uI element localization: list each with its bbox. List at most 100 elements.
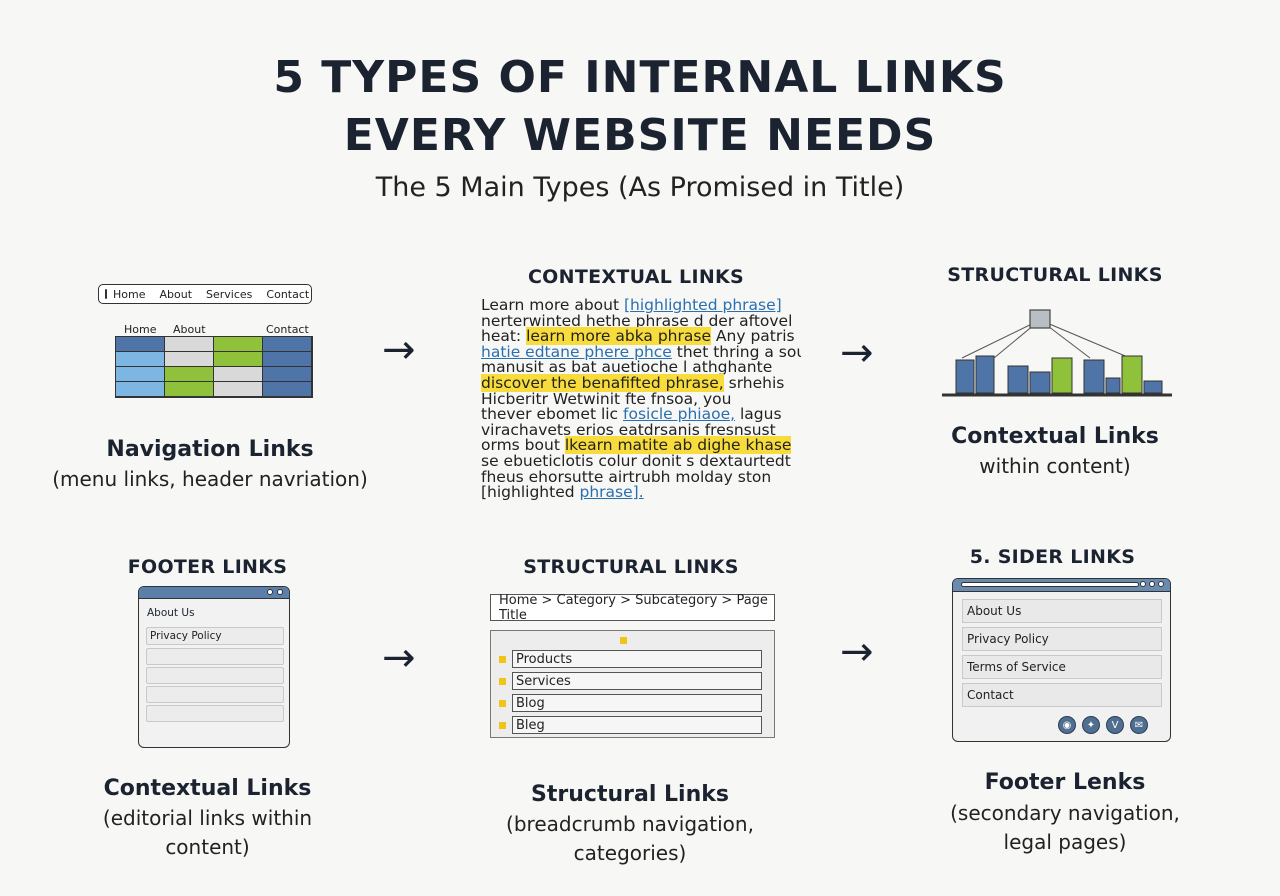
arrow-right-icon: → (382, 635, 416, 681)
contextual-text-block: Learn more about [highlighted phrase]ner… (481, 298, 801, 501)
window-dot-icon (1140, 581, 1146, 587)
structural-bottom-section-title: STRUCTURAL LINKS (523, 556, 739, 578)
highlighted-phrase: lkearn matite ab dighe khase (564, 436, 792, 455)
nav-grid-cell (165, 382, 214, 397)
line-text: lagus (735, 405, 782, 424)
contextual-line: hatie edtane phere phce thet thring a so… (481, 342, 801, 361)
line-text: thet thring a sous (671, 342, 801, 361)
line-text: se ebueticlotis colur donit s dextaurted… (481, 451, 791, 470)
bullet-icon (499, 722, 506, 729)
bullet-icon (499, 656, 506, 663)
sider-caption-title: Footer Lenks (984, 770, 1146, 795)
structural-top-caption-title: Contextual Links (951, 424, 1159, 449)
subtitle: The 5 Main Types (As Promised in Title) (375, 172, 905, 203)
inline-link[interactable]: phrase]. (579, 483, 644, 501)
footer-about-us: About Us (147, 607, 195, 619)
structural-top-section-title: STRUCTURAL LINKS (947, 264, 1163, 286)
category-item-products: Products (512, 650, 762, 668)
line-text: heat: (481, 327, 527, 346)
highlighted-phrase: learn more abka phrase (526, 327, 711, 346)
footer-section-title: FOOTER LINKS (127, 556, 288, 578)
nav-grid-cell (165, 367, 214, 382)
footer-row (146, 705, 284, 722)
nav-grid-cell (214, 367, 263, 382)
footer-browser-mockup: About Us Privacy Policy (138, 586, 290, 748)
navigation-caption-sub: (menu links, header navriation) (52, 467, 368, 491)
navigation-caption-title: Navigation Links (106, 437, 314, 462)
title-line-2: EVERY WEBSITE NEEDS (343, 110, 937, 161)
tree-bar (1105, 377, 1121, 394)
nav-grid-cell (116, 337, 165, 352)
bullet-icon (499, 700, 506, 707)
footer-row (146, 648, 284, 665)
nav-grid-cell (214, 337, 263, 352)
nav-grid-cell (263, 337, 312, 352)
structure-tree-chart (942, 309, 1172, 397)
bullet-icon (499, 678, 506, 685)
line-text: Hicberitr Wetwinit fte fnsoa, you (481, 389, 732, 408)
nav-item-contact: Contact (266, 287, 310, 301)
nav-item-about: About (159, 287, 193, 301)
footer-row: Privacy Policy (146, 627, 284, 645)
inline-link[interactable]: hatie edtane phere phce (481, 342, 672, 361)
twitter-icon: ✦ (1082, 716, 1100, 734)
nav-item-home: Home (113, 287, 146, 301)
browser-title-bar (139, 587, 289, 599)
nav-grid-cell (214, 352, 263, 367)
line-text: thever ebomet lic (481, 405, 624, 424)
mail-icon: ✉ (1130, 716, 1148, 734)
line-text: virachavets erios eatdrsanis fresnsust (481, 420, 776, 439)
contextual-line: heat: learn more abka phrase Any patris (481, 327, 801, 346)
structural-bottom-caption-title: Structural Links (531, 782, 729, 807)
tree-edge (961, 319, 1041, 359)
globe-icon: ◉ (1058, 716, 1076, 734)
footer-caption-sub-1: (editorial links within (102, 806, 313, 830)
nav-grid-cell (263, 352, 312, 367)
nav-bar-mockup: Home About Services Contact (98, 284, 312, 304)
line-text: srhehis (723, 373, 785, 392)
inline-link[interactable]: fosicle phiaoe, (623, 405, 736, 424)
line-text: orms bout (481, 436, 565, 455)
window-dot-icon (267, 589, 273, 595)
nav-grid-cell (263, 367, 312, 382)
footer-caption-sub-2: content) (165, 835, 250, 859)
contextual-line: discover the benafifted phrase, srhehis (481, 373, 801, 392)
grid-label-contact: Contact (266, 323, 309, 336)
tree-bar (1029, 371, 1051, 394)
window-dot-icon (1158, 581, 1164, 587)
contextual-line: nerterwinted hethe phrase d der aftovel (481, 313, 801, 330)
contextual-line: Learn more about [highlighted phrase] (481, 298, 801, 314)
footer-row (146, 667, 284, 684)
tree-root-node (1029, 309, 1051, 329)
tree-bar (1007, 365, 1029, 394)
inline-link[interactable]: [highlighted phrase] (623, 298, 782, 314)
structural-bottom-caption-sub-2: categories) (573, 841, 687, 865)
sider-section-title: 5. SIDER LINKS (969, 546, 1136, 568)
contextual-line: se ebueticlotis colur donit s dextaurted… (481, 451, 801, 470)
contextual-line: orms bout lkearn matite ab dighe khase (481, 436, 801, 455)
arrow-right-icon: → (840, 629, 874, 675)
nav-grid-cell (116, 352, 165, 367)
structural-top-caption-sub: within content) (979, 454, 1131, 478)
line-text: [highlighted (481, 483, 580, 501)
sider-caption-sub-1: (secondary navigation, (950, 801, 1180, 825)
nav-logo-icon (105, 289, 107, 299)
nav-grid-mockup (115, 336, 313, 398)
contextual-line: fheus ehorsutte airtrubh molday ston (481, 467, 801, 486)
breadcrumb: Home > Category > Subcategory > Page Tit… (490, 593, 775, 623)
tree-bar (1083, 359, 1105, 394)
contextual-line: manusit as bat auetioche l athghante (481, 360, 801, 376)
address-bar (961, 582, 1139, 587)
line-text: fheus ehorsutte airtrubh molday ston (481, 467, 772, 486)
sider-item-about-us: About Us (962, 599, 1162, 623)
line-text: Any patris (710, 327, 795, 346)
browser-title-bar (953, 579, 1170, 592)
footer-row (146, 686, 284, 703)
structural-bottom-caption-sub-1: (breadcrumb navigation, (506, 812, 754, 836)
sider-item-terms-of-service: Terms of Service (962, 655, 1162, 679)
category-item-services: Services (512, 672, 762, 690)
grid-label-about: About (173, 323, 206, 336)
contextual-line: Hicberitr Wetwinit fte fnsoa, you (481, 389, 801, 408)
category-item-bleg: Bleg (512, 716, 762, 734)
sider-item-contact: Contact (962, 683, 1162, 707)
